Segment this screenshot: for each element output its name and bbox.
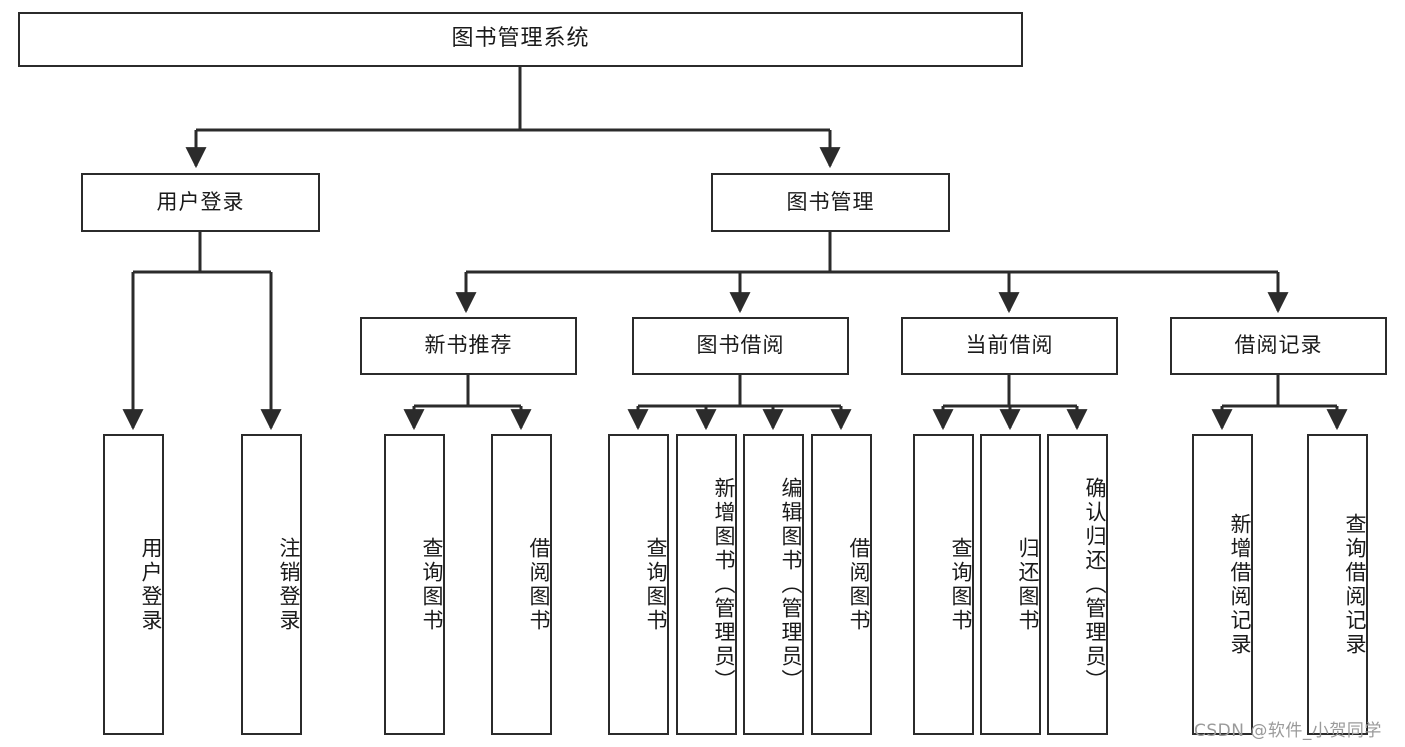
- leaf-new-book-borrow[interactable]: 借阅图书: [491, 434, 552, 735]
- leaf-borrow-record-add[interactable]: 新增借阅记录: [1192, 434, 1253, 735]
- leaf-borrow-record-query[interactable]: 查询借阅记录: [1307, 434, 1368, 735]
- node-user-login[interactable]: 用户登录: [81, 173, 320, 232]
- leaf-user-login-login[interactable]: 用户登录: [103, 434, 164, 735]
- leaf-current-borrow-return[interactable]: 归还图书: [980, 434, 1041, 735]
- leaf-new-book-query[interactable]: 查询图书: [384, 434, 445, 735]
- leaf-book-borrow-query[interactable]: 查询图书: [608, 434, 669, 735]
- node-new-book-recommend[interactable]: 新书推荐: [360, 317, 577, 375]
- node-borrow-record[interactable]: 借阅记录: [1170, 317, 1387, 375]
- leaf-current-borrow-query[interactable]: 查询图书: [913, 434, 974, 735]
- leaf-book-borrow-edit[interactable]: 编辑图书（管理员）: [743, 434, 804, 735]
- leaf-current-borrow-confirm-return[interactable]: 确认归还（管理员）: [1047, 434, 1108, 735]
- node-book-manage[interactable]: 图书管理: [711, 173, 950, 232]
- leaf-book-borrow-borrow[interactable]: 借阅图书: [811, 434, 872, 735]
- watermark-text: CSDN @软件_小贺同学: [1194, 721, 1382, 741]
- node-book-borrow[interactable]: 图书借阅: [632, 317, 849, 375]
- node-root[interactable]: 图书管理系统: [18, 12, 1023, 67]
- leaf-user-login-logout[interactable]: 注销登录: [241, 434, 302, 735]
- leaf-book-borrow-add[interactable]: 新增图书（管理员）: [676, 434, 737, 735]
- node-current-borrow[interactable]: 当前借阅: [901, 317, 1118, 375]
